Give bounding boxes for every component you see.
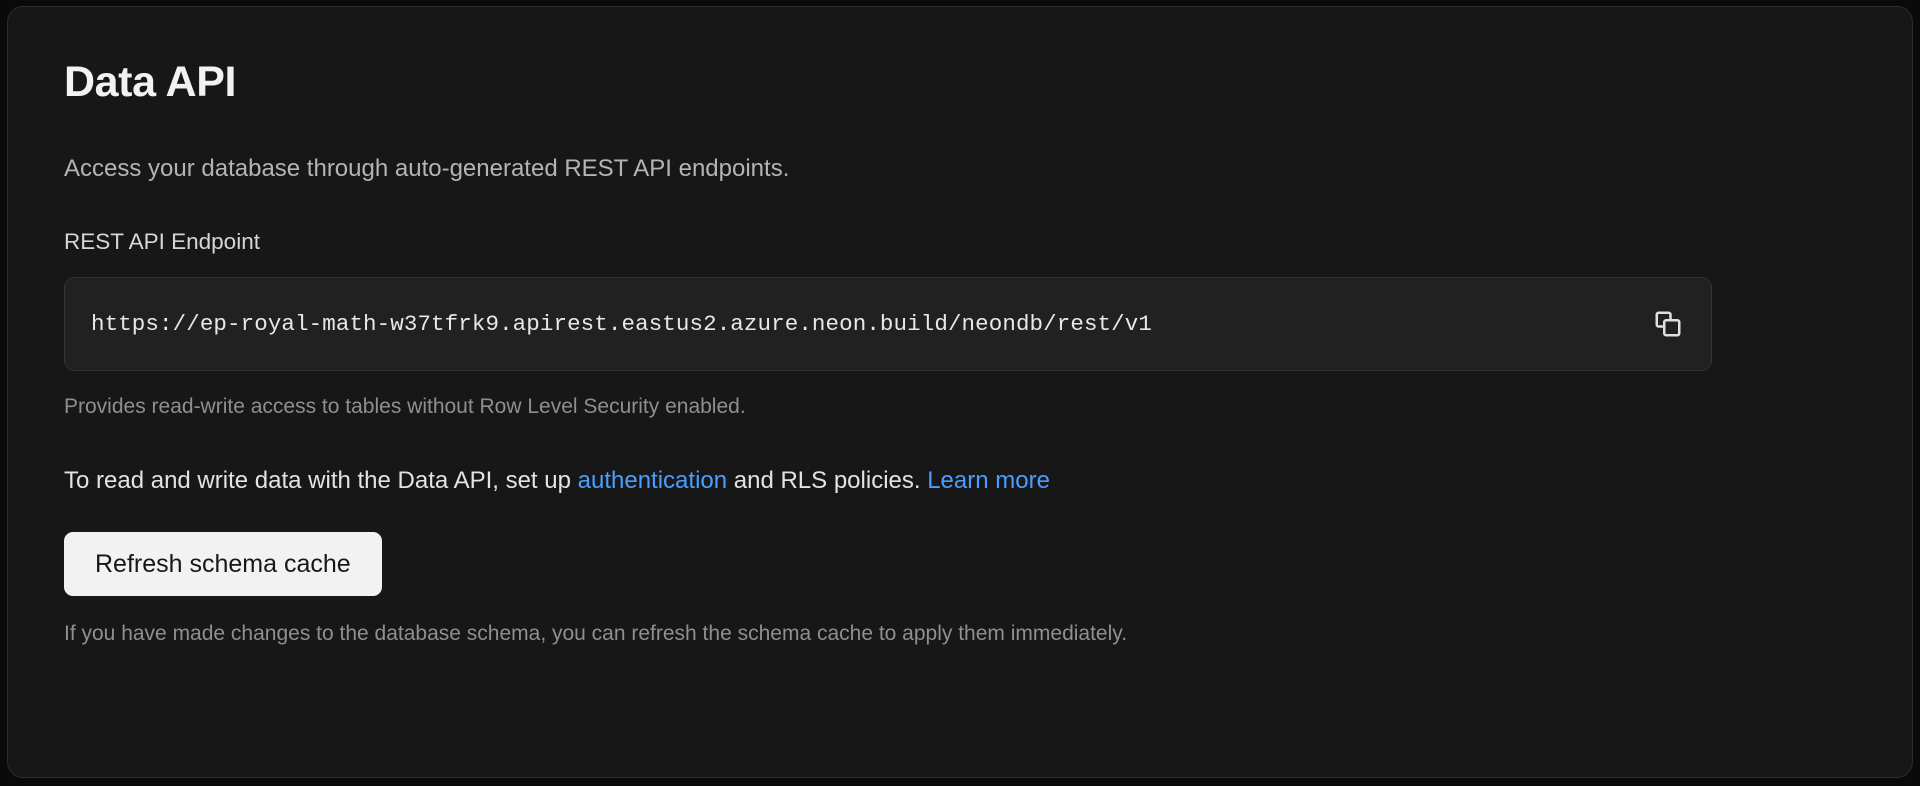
rest-api-endpoint-field[interactable] (64, 277, 1712, 372)
authentication-link[interactable]: authentication (577, 466, 728, 494)
copy-endpoint-button[interactable] (1625, 278, 1711, 370)
rls-info-prefix: To read and write data with the Data API… (64, 466, 578, 494)
rest-api-endpoint-label: REST API Endpoint (64, 229, 260, 255)
learn-more-link[interactable]: Learn more (927, 466, 1050, 494)
page-description: Access your database through auto-genera… (64, 155, 790, 183)
card-content: Data API Access your database through au… (8, 7, 1912, 647)
page-title: Data API (64, 58, 237, 106)
rls-info-line: To read and write data with the Data API… (64, 465, 1856, 496)
refresh-schema-cache-button[interactable]: Refresh schema cache (64, 531, 382, 596)
copy-icon (1653, 309, 1683, 339)
rest-api-endpoint-input[interactable] (65, 311, 1625, 338)
refresh-schema-note: If you have made changes to the database… (64, 621, 1128, 645)
endpoint-helper-text: Provides read-write access to tables wit… (64, 395, 746, 419)
rls-info-middle: and RLS policies. (727, 466, 928, 494)
data-api-card: Data API Access your database through au… (7, 6, 1913, 778)
